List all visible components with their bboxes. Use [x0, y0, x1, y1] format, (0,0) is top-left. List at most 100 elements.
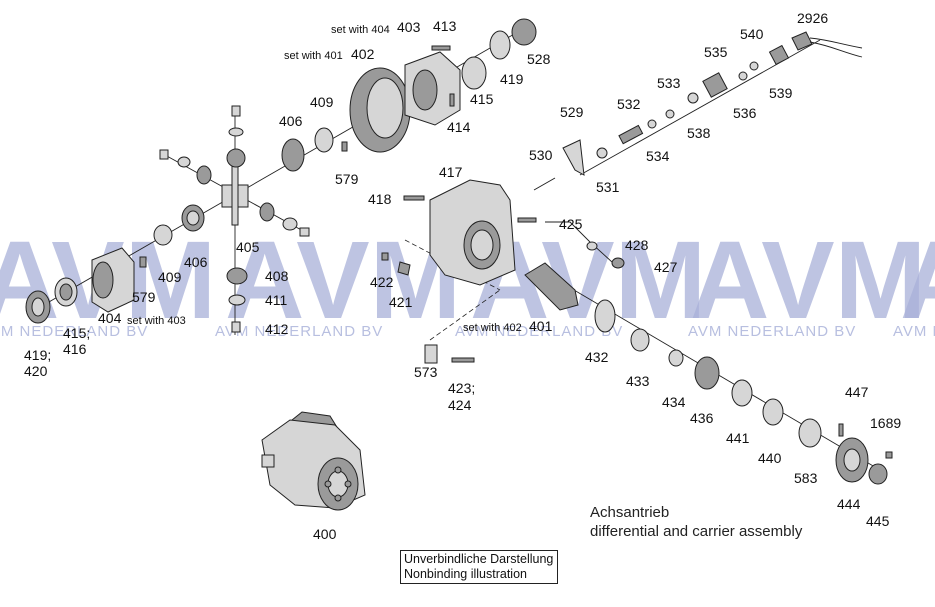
watermark-text: AVM NEDERLAND BV — [215, 323, 383, 340]
part-label-417: 417 — [439, 164, 463, 180]
part-label-447: 447 — [845, 384, 869, 400]
part-label-413: 413 — [433, 18, 457, 34]
part-label-415-416a: 415; — [63, 325, 90, 341]
part-label-445: 445 — [866, 513, 890, 529]
ring-536 — [738, 71, 748, 81]
part-label-404: 404 — [98, 310, 122, 326]
part-label-579b: 579 — [335, 171, 359, 187]
sleeve-573 — [424, 344, 438, 364]
part-label-444: 444 — [837, 496, 861, 512]
part-label-424: 424 — [448, 397, 472, 413]
ring-538 — [687, 92, 699, 104]
part-label-538: 538 — [687, 125, 711, 141]
bearing-cup-415b — [461, 56, 487, 90]
washer-409b — [314, 127, 334, 153]
part-label-406a: 406 — [184, 254, 208, 270]
part-label-579a: 579 — [132, 289, 156, 305]
part-label-419-420a: 419; — [24, 347, 51, 363]
plug-422 — [381, 252, 389, 261]
washer-409 — [153, 224, 173, 246]
part-label-411: 411 — [265, 292, 288, 308]
shift-group — [533, 31, 863, 191]
part-label-433: 433 — [626, 373, 650, 389]
part-label-432: 432 — [585, 349, 609, 365]
part-label-421: 421 — [389, 294, 413, 310]
part-label-419: 419 — [500, 71, 524, 87]
bolt-423-424 — [451, 357, 475, 363]
part-label-583: 583 — [794, 470, 818, 486]
part-label-2926: 2926 — [797, 10, 828, 26]
part-label-405: 405 — [236, 239, 260, 255]
differential-group — [25, 18, 537, 333]
part-label-539: 539 — [769, 85, 793, 101]
o-ring-428 — [586, 241, 598, 251]
part-label-427: 427 — [654, 259, 678, 275]
note-set-with-403: set with 403 — [127, 315, 186, 327]
washer-411 — [228, 294, 246, 306]
part-labels: 403 413 402 409 406 415 414 419 528 579 … — [24, 10, 901, 542]
ring-540 — [749, 61, 759, 71]
bracket-421 — [397, 261, 411, 276]
diagram-caption: Achsantrieb differential and carrier ass… — [590, 503, 802, 541]
part-label-403: 403 — [397, 19, 421, 35]
watermark-text: AVM NEDERLAND BV — [0, 323, 148, 340]
part-label-402: 402 — [351, 46, 375, 62]
shim-433 — [630, 328, 650, 352]
part-label-530: 530 — [529, 147, 553, 163]
part-label-531: 531 — [596, 179, 620, 195]
part-label-1689: 1689 — [870, 415, 901, 431]
part-label-528: 528 — [527, 51, 551, 67]
pinion-408 — [226, 267, 248, 285]
drive-pinion-401 — [524, 262, 579, 311]
part-label-420: 420 — [24, 363, 48, 379]
ring-583 — [798, 418, 822, 448]
bolt-447 — [838, 423, 844, 437]
part-label-540: 540 — [740, 26, 764, 42]
cable-connector-2926 — [791, 31, 813, 51]
part-label-529: 529 — [560, 104, 584, 120]
caption-english: differential and carrier assembly — [590, 523, 803, 540]
actuator-535 — [702, 72, 728, 98]
bearing-436 — [694, 356, 720, 390]
caption-german: Achsantrieb — [590, 504, 670, 521]
side-gear-406b — [281, 138, 305, 172]
disclaimer-german: Unverbindliche Darstellung — [404, 552, 554, 566]
plug-427 — [611, 257, 625, 269]
shaft-532 — [618, 124, 644, 145]
part-label-536: 536 — [733, 105, 757, 121]
part-label-409b: 409 — [310, 94, 334, 110]
part-label-416: 416 — [63, 341, 87, 357]
part-label-408: 408 — [265, 268, 289, 284]
part-label-428: 428 — [625, 237, 649, 253]
sensor-539 — [768, 44, 790, 66]
watermark-text: AVM NEDERLAND BV — [893, 323, 935, 340]
watermark-logo: AVM — [225, 219, 461, 342]
washer-531 — [596, 147, 608, 159]
part-label-573: 573 — [414, 364, 438, 380]
part-label-414: 414 — [447, 119, 471, 135]
part-label-418: 418 — [368, 191, 392, 207]
part-label-415: 415 — [470, 91, 494, 107]
seal-441 — [731, 379, 753, 407]
part-label-440: 440 — [758, 450, 782, 466]
disclaimer-box: Unverbindliche Darstellung Nonbinding il… — [400, 550, 559, 584]
ring-534 — [647, 119, 657, 129]
part-label-401: 401 — [529, 318, 553, 334]
bearing-432 — [594, 299, 616, 333]
part-label-441: 441 — [726, 430, 750, 446]
part-label-412: 412 — [265, 321, 289, 337]
ring-434 — [668, 349, 684, 367]
bolt-418 — [403, 195, 425, 201]
bolt-425 — [517, 217, 537, 223]
part-label-434: 434 — [662, 394, 686, 410]
note-set-with-401: set with 401 — [284, 50, 343, 62]
watermark: AVM AVM AVM AVM AVM AVM NEDERLAND BV AVM… — [0, 219, 935, 342]
watermark-text: AVM NEDERLAND BV — [455, 323, 623, 340]
nut-445 — [868, 463, 888, 485]
part-label-436: 436 — [690, 410, 714, 426]
part-label-534: 534 — [646, 148, 670, 164]
part-label-533: 533 — [657, 75, 681, 91]
part-label-406b: 406 — [279, 113, 303, 129]
